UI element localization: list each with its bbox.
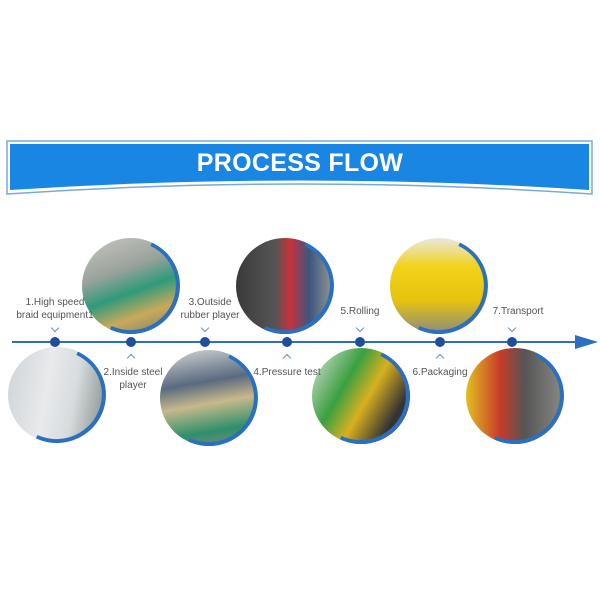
step-label: 5.Rolling bbox=[341, 305, 380, 318]
photo-pressure-test bbox=[312, 348, 410, 444]
timeline-dot bbox=[50, 337, 60, 347]
photo-inside-steel bbox=[160, 350, 258, 446]
step-label: 2.Inside steel player bbox=[104, 366, 163, 392]
step-label-line: 6.Packaging bbox=[412, 367, 468, 378]
step-label-line: 3.Outside bbox=[188, 297, 232, 308]
step-label: 3.Outside rubber player bbox=[181, 296, 240, 322]
step-label: 7.Transport bbox=[493, 305, 544, 318]
step-label-line: 4.Pressure test bbox=[253, 367, 321, 378]
step-label-line: 5.Rolling bbox=[340, 306, 380, 317]
step-label: 6.Packaging bbox=[412, 366, 467, 379]
step-label-line: 2.Inside steel bbox=[103, 367, 163, 378]
step-label-line: 1.High speed bbox=[25, 297, 85, 308]
timeline-dot bbox=[355, 337, 365, 347]
photo-outside-rubber bbox=[236, 238, 334, 334]
timeline-dot bbox=[200, 337, 210, 347]
timeline-dot bbox=[435, 337, 445, 347]
step-label-line: braid equipment1 bbox=[16, 310, 94, 321]
step-label-line: 7.Transport bbox=[492, 306, 544, 317]
photo-rolling bbox=[390, 238, 488, 334]
timeline-arrowhead bbox=[575, 335, 598, 349]
timeline-dot bbox=[126, 337, 136, 347]
title-banner bbox=[6, 140, 593, 195]
step-label-line: player bbox=[119, 380, 147, 391]
step-label: 4.Pressure test bbox=[253, 366, 320, 379]
photo-transport bbox=[466, 348, 564, 444]
timeline-dot bbox=[282, 337, 292, 347]
step-label-line: rubber player bbox=[180, 310, 240, 321]
photo-braid-equipment bbox=[82, 238, 180, 334]
photo-high-speed-braid bbox=[8, 347, 106, 443]
page-title: PROCESS FLOW bbox=[196, 149, 404, 177]
timeline-dot bbox=[507, 337, 517, 347]
step-label: 1.High speed braid equipment1 bbox=[16, 296, 93, 322]
